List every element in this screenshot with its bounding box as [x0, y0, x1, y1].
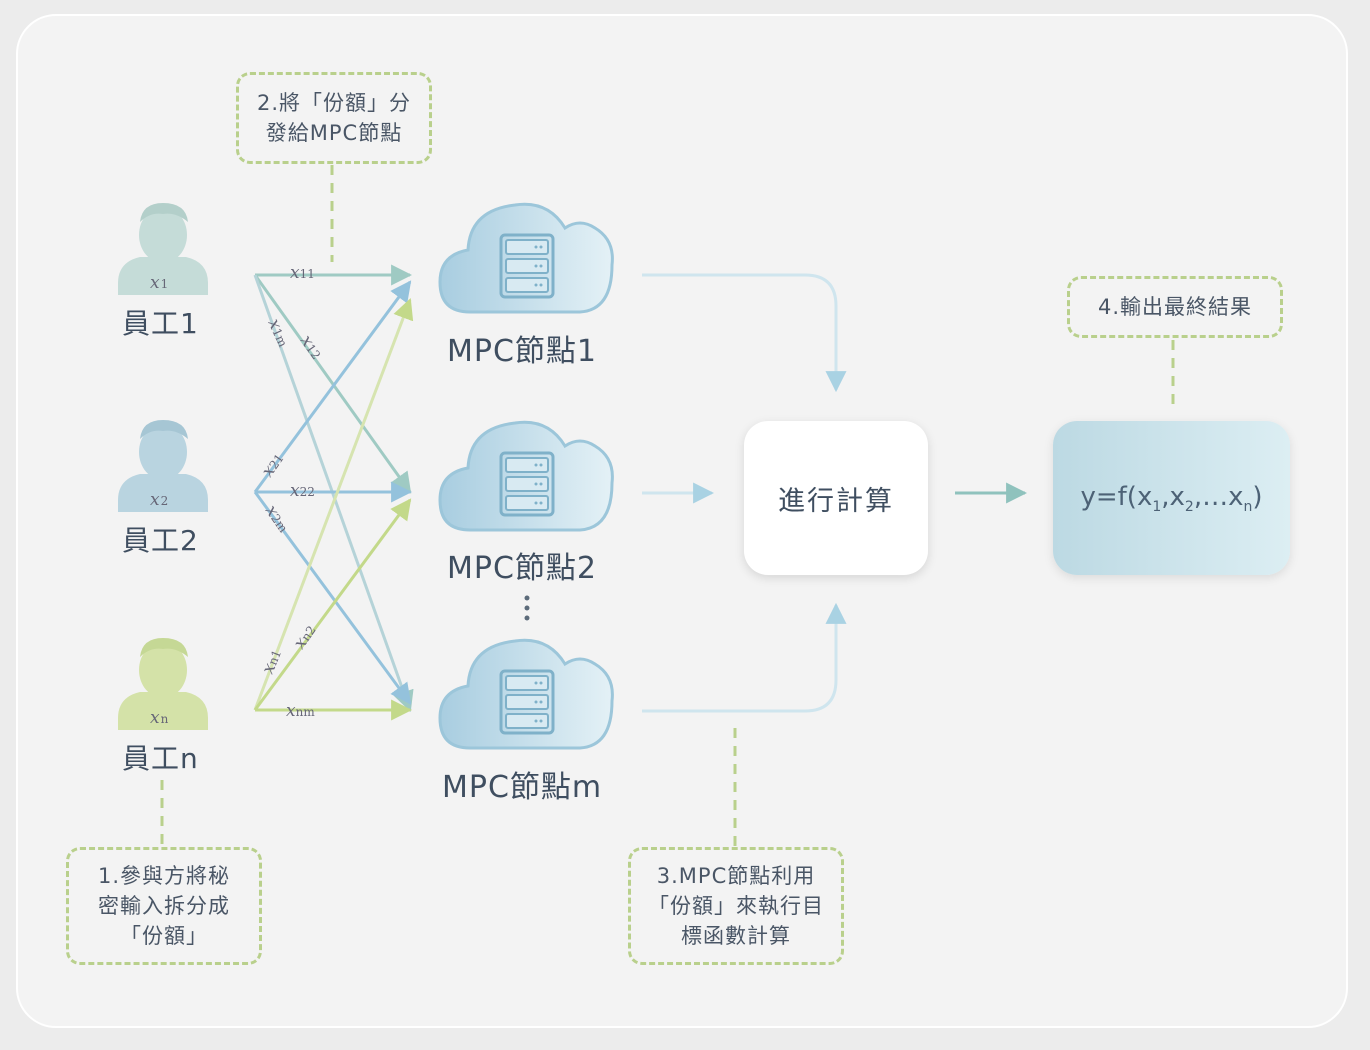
- share-label-22: x22: [290, 481, 315, 501]
- cloud-server-icon-2: [438, 420, 614, 532]
- person-icon-n: [118, 638, 208, 730]
- employee-var-1: x1: [150, 273, 168, 293]
- share-label-n1: xn1: [258, 646, 286, 677]
- note-step-3: 3.MPC節點利用 「份額」來執行目 標函數計算: [628, 847, 844, 965]
- note-step-2-line: 2.將「份額」分: [256, 91, 412, 115]
- compute-box: 進行計算: [744, 421, 928, 575]
- share-arrow-12: [253, 274, 412, 494]
- employee-var-n: xn: [150, 708, 169, 728]
- share-arrow-n2: [253, 498, 412, 711]
- note-step-4: 4.輸出最終結果: [1067, 276, 1283, 338]
- formula-mid-2: ,…x: [1193, 481, 1244, 512]
- share-arrow-21: [253, 280, 412, 493]
- node-label-2: MPC節點2: [447, 551, 598, 586]
- note-step-1-line: 1.參與方將秘: [97, 864, 231, 888]
- note-step-3-line: 標函數計算: [681, 924, 791, 948]
- employee-label-n: 員工n: [122, 742, 199, 775]
- cloud-server-icon-m: [438, 638, 614, 750]
- employee-var-2: x2: [150, 490, 168, 510]
- flow-arrow-nodem: [642, 602, 847, 713]
- note-step-3-line: 3.MPC節點利用: [656, 864, 816, 888]
- node-label-m: MPC節點m: [442, 770, 603, 805]
- result-box: y=f(x1,x2,…xn): [1053, 421, 1290, 575]
- cloud-server-icon-1: [438, 202, 614, 314]
- note-step-2: 2.將「份額」分 發給MPC節點: [236, 72, 432, 164]
- note-step-1: 1.參與方將秘 密輸入拆分成 「份額」: [66, 847, 262, 965]
- note-step-1-line: 「份額」: [120, 924, 208, 948]
- note-step-4-line: 4.輸出最終結果: [1097, 295, 1253, 319]
- formula-sub-n: n: [1243, 498, 1253, 515]
- share-label-nm: xnm: [286, 701, 315, 721]
- note-step-2-line: 發給MPC節點: [265, 121, 403, 145]
- person-icon-1: [118, 203, 208, 295]
- formula-prefix: y=f(x: [1080, 481, 1153, 512]
- compute-label: 進行計算: [778, 485, 894, 517]
- formula-mid-1: ,x: [1161, 481, 1185, 512]
- flow-arrow-node1: [642, 273, 847, 393]
- share-label-11: x11: [290, 263, 315, 283]
- formula-suffix: ): [1252, 481, 1263, 512]
- note-step-1-line: 密輸入拆分成: [98, 894, 230, 918]
- employee-label-2: 員工2: [122, 524, 199, 557]
- person-icon-2: [118, 420, 208, 512]
- share-arrow-2m: [253, 491, 412, 705]
- employee-label-1: 員工1: [122, 307, 199, 340]
- result-formula: y=f(x1,x2,…xn): [1080, 482, 1262, 515]
- share-arrow-n1: [253, 298, 414, 711]
- formula-sub-1: 1: [1152, 498, 1162, 515]
- formula-sub-2: 2: [1184, 498, 1194, 515]
- node-label-1: MPC節點1: [447, 334, 598, 369]
- note-step-3-line: 「份額」來執行目: [648, 894, 824, 918]
- ellipsis-icon: [524, 595, 530, 621]
